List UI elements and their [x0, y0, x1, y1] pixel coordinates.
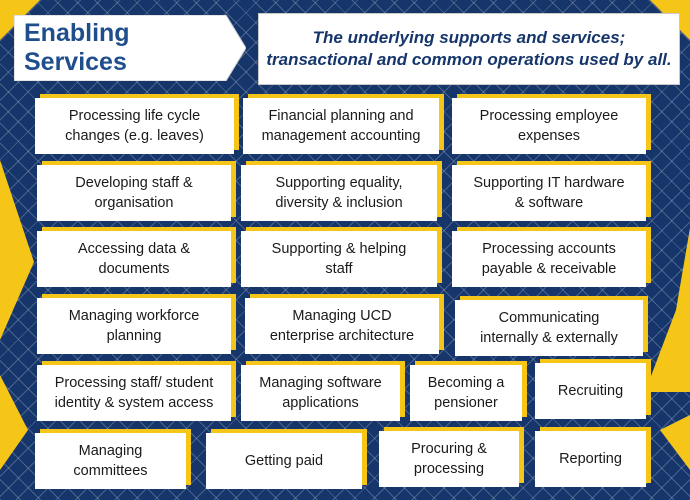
service-label-line-2: identity & system access: [54, 395, 214, 411]
service-box-processing-employee-expenses: Processing employee expenses: [452, 98, 646, 154]
title-arrow-box: Enabling Services: [14, 15, 246, 81]
service-box-managing-ucd-architecture: Managing UCD enterprise architecture: [245, 298, 439, 354]
service-box-managing-workforce-planning: Managing workforce planning: [37, 298, 231, 354]
subtitle-box: The underlying supports and services; tr…: [258, 13, 680, 85]
service-label-line-1: Financial planning and: [268, 107, 414, 124]
service-label-line-2: management accounting: [261, 128, 421, 144]
service-label-line-2: planning: [106, 328, 162, 344]
service-label-line-1: Managing UCD: [292, 307, 392, 324]
service-label-line-2: committees: [73, 463, 148, 479]
service-box-managing-committees: Managing committees: [35, 433, 186, 489]
service-label-line-1: Processing accounts: [482, 240, 616, 257]
page-title: Enabling Services: [24, 19, 130, 76]
service-label-line-1: Supporting & helping: [271, 240, 407, 257]
service-label-line-1: Reporting: [559, 450, 622, 467]
service-box-getting-paid: Getting paid: [206, 433, 362, 489]
service-box-processing-identity-access: Processing staff/ student identity & syst…: [37, 365, 231, 421]
service-box-processing-accounts: Processing accounts payable & receivable: [452, 231, 646, 287]
service-label-line-2: internally & externally: [480, 330, 618, 346]
service-box-processing-life-cycle-changes: Processing life cycle changes (e.g. leave…: [35, 98, 234, 154]
service-box-accessing-data: Accessing data & documents: [37, 231, 231, 287]
service-box-financial-planning: Financial planning and management account…: [243, 98, 439, 154]
service-label-line-1: Communicating: [498, 309, 600, 326]
service-label-line-1: Becoming a: [427, 374, 505, 391]
service-label-line-2: processing: [413, 461, 485, 477]
service-label-line-1: Managing workforce: [68, 307, 200, 324]
service-label-line-1: Supporting equality,: [275, 174, 403, 191]
service-label-line-1: Processing employee: [479, 107, 619, 124]
service-label-line-1: Managing software: [259, 374, 382, 391]
service-box-supporting-equality: Supporting equality, diversity & inclusio…: [241, 165, 437, 221]
service-label-line-1: Supporting IT hardware: [473, 174, 625, 191]
service-box-supporting-helping-staff: Supporting & helping staff: [241, 231, 437, 287]
service-label-line-2: pensioner: [434, 395, 498, 411]
title-arrow-shape: [14, 15, 246, 81]
service-label-line-1: Developing staff &: [75, 174, 193, 191]
service-label-line-2: organisation: [94, 195, 174, 211]
service-box-procuring-processing: Procuring & processing: [379, 431, 519, 487]
service-box-becoming-pensioner: Becoming a pensioner: [410, 365, 522, 421]
deco-right-wedge: [645, 228, 690, 392]
subtitle-line-1: The underlying supports and services;: [312, 27, 626, 47]
service-label-line-2: expenses: [517, 128, 581, 144]
service-label-line-1: Recruiting: [557, 382, 624, 399]
service-label-line-2: staff: [325, 261, 353, 277]
service-label-line-2: payable & receivable: [481, 261, 617, 277]
deco-left-wedge: [0, 160, 34, 340]
subtitle-line-2: transactional and common operations used…: [266, 50, 672, 69]
service-label-line-1: Procuring &: [411, 440, 487, 457]
service-label-line-1: Accessing data &: [77, 240, 191, 257]
deco-bottom-right-wedge: [660, 415, 690, 470]
service-label-line-1: Processing staff/ student: [54, 374, 214, 391]
service-label-line-2: enterprise architecture: [269, 328, 415, 344]
service-box-developing-staff: Developing staff & organisation: [37, 165, 231, 221]
service-label-line-2: changes (e.g. leaves): [65, 128, 204, 144]
deco-bottom-left-wedge: [0, 375, 28, 470]
service-label-line-1: Getting paid: [244, 452, 324, 469]
service-label-line-2: diversity & inclusion: [275, 195, 403, 211]
service-box-reporting: Reporting: [535, 431, 646, 487]
service-box-recruiting: Recruiting: [535, 363, 646, 419]
service-label-line-1: Managing: [78, 442, 143, 459]
service-label-line-2: applications: [282, 395, 359, 411]
service-box-communicating: Communicating internally & externally: [455, 300, 643, 356]
service-label-line-1: Processing life cycle: [68, 107, 201, 124]
service-box-managing-software: Managing software applications: [241, 365, 400, 421]
service-label-line-2: & software: [514, 195, 584, 211]
service-label-line-2: documents: [98, 261, 170, 277]
service-box-supporting-it-hardware: Supporting IT hardware & software: [452, 165, 646, 221]
